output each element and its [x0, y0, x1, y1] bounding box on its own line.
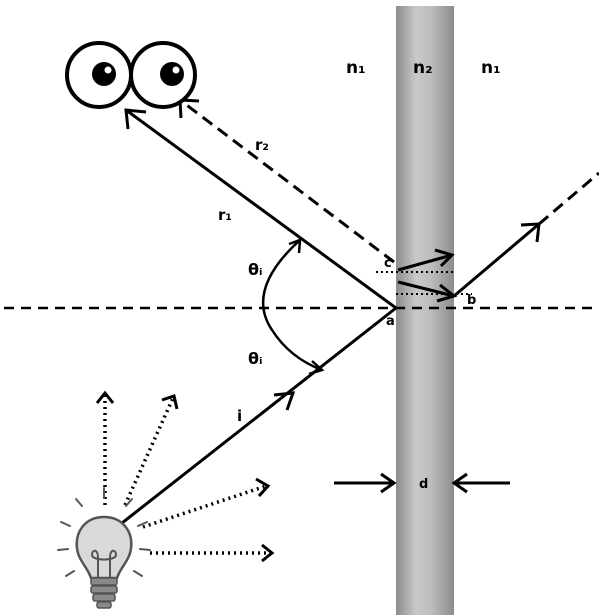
medium-left-label: n₁ — [346, 58, 366, 78]
angle-label-upper: θᵢ — [248, 260, 263, 279]
ray-label-r1: r₁ — [218, 206, 232, 224]
film-path-a-to-b — [397, 280, 455, 298]
ray-label-i: i — [237, 407, 242, 425]
incident-ray — [121, 306, 397, 525]
light-emission-arrowheads — [95, 390, 275, 563]
angle-label-lower: θᵢ — [248, 349, 263, 368]
film-path-c-arrowhead — [434, 248, 455, 268]
thickness-arrow-left-head — [380, 472, 397, 494]
film-path-b-to-c — [397, 253, 453, 272]
thickness-label: d — [419, 477, 428, 492]
film-medium-label: n₂ — [413, 58, 433, 78]
point-label-a: a — [386, 314, 395, 329]
medium-right-label: n₁ — [481, 58, 501, 78]
angle-arc — [261, 239, 323, 372]
eyes-icon — [65, 41, 197, 109]
angle-arc-lower-arrowhead — [308, 360, 325, 376]
thin-film-slab — [396, 6, 454, 615]
point-label-b: b — [467, 293, 476, 308]
transmitted-ray — [453, 222, 540, 298]
light-bulb-icon — [57, 487, 151, 609]
light-emission-rays — [103, 395, 270, 555]
point-label-c: c — [384, 256, 392, 271]
transmitted-ray-dashed — [538, 171, 599, 226]
thickness-arrow-right-head — [451, 472, 468, 494]
reflected-ray-1 — [125, 108, 397, 310]
angle-arc-upper-arrowhead — [288, 238, 302, 254]
reflected-ray-1-arrowhead — [124, 108, 147, 130]
incident-ray-arrowhead — [273, 391, 296, 411]
ray-label-r2: r₂ — [255, 136, 269, 154]
reflected-ray-2 — [179, 98, 395, 264]
